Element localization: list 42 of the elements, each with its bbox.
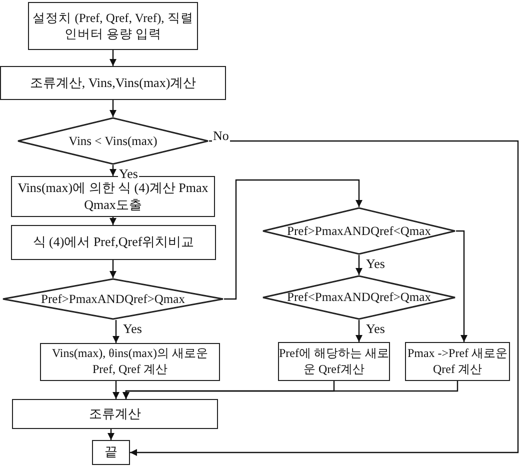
arrow xyxy=(108,429,114,440)
condition-text: Pref<PmaxANDQref>Qmax xyxy=(287,289,431,306)
step-text: Pmax ->Pref 새로운 Qref 계산 xyxy=(406,346,509,378)
arrow xyxy=(110,50,116,66)
edge-label: No xyxy=(212,129,230,144)
arrow xyxy=(356,320,362,342)
step-text: 조류계산, Vins,Vins(max)계산 xyxy=(30,74,196,92)
decision-diamond xyxy=(262,207,456,255)
arrow xyxy=(130,140,519,456)
process-box xyxy=(92,440,130,465)
decision-diamond xyxy=(262,275,456,320)
decision-diamond xyxy=(17,117,209,165)
edge-label: Yes xyxy=(365,322,386,336)
step-text: Pref에 해당하는 새로운 Qref계산 xyxy=(279,346,389,378)
condition-text: Vins < Vins(max) xyxy=(68,132,158,150)
step-text: Vins(max), θins(max)의 새로운 Pref, Qref 계산 xyxy=(50,346,209,378)
arrow xyxy=(122,381,458,399)
arrow xyxy=(456,230,468,342)
arrow xyxy=(110,260,116,278)
condition-text: Pref>PmaxANDQref<Qmax xyxy=(287,222,431,240)
edge-label: Yes xyxy=(122,322,143,336)
arrow xyxy=(110,217,116,225)
process-box xyxy=(0,66,226,100)
process-box xyxy=(12,399,218,429)
arrow xyxy=(224,179,362,300)
process-box xyxy=(11,225,216,260)
step-text: 조류계산 xyxy=(89,406,141,422)
process-box xyxy=(28,2,198,50)
step-text: 설정치 (Pref, Qref, Vref), 직렬인버터 용량 입력 xyxy=(32,10,194,42)
arrow xyxy=(112,381,120,399)
process-box xyxy=(40,343,220,381)
edge-label: Yes xyxy=(118,167,139,182)
step-text: Vins(max)에 의한 식 (4)계산 Pmax Qmax도출 xyxy=(16,180,210,214)
arrow xyxy=(112,320,120,343)
edge-label: Yes xyxy=(365,257,386,272)
step-text: 식 (4)에서 Pref,Qref위치비교 xyxy=(32,234,194,251)
arrow xyxy=(110,100,116,117)
decision-diamond xyxy=(2,278,224,320)
step-text: 끝 xyxy=(104,444,118,461)
arrow xyxy=(110,165,116,176)
condition-text: Pref>PmaxANDQref>Qmax xyxy=(41,290,185,308)
arrow xyxy=(356,255,362,275)
